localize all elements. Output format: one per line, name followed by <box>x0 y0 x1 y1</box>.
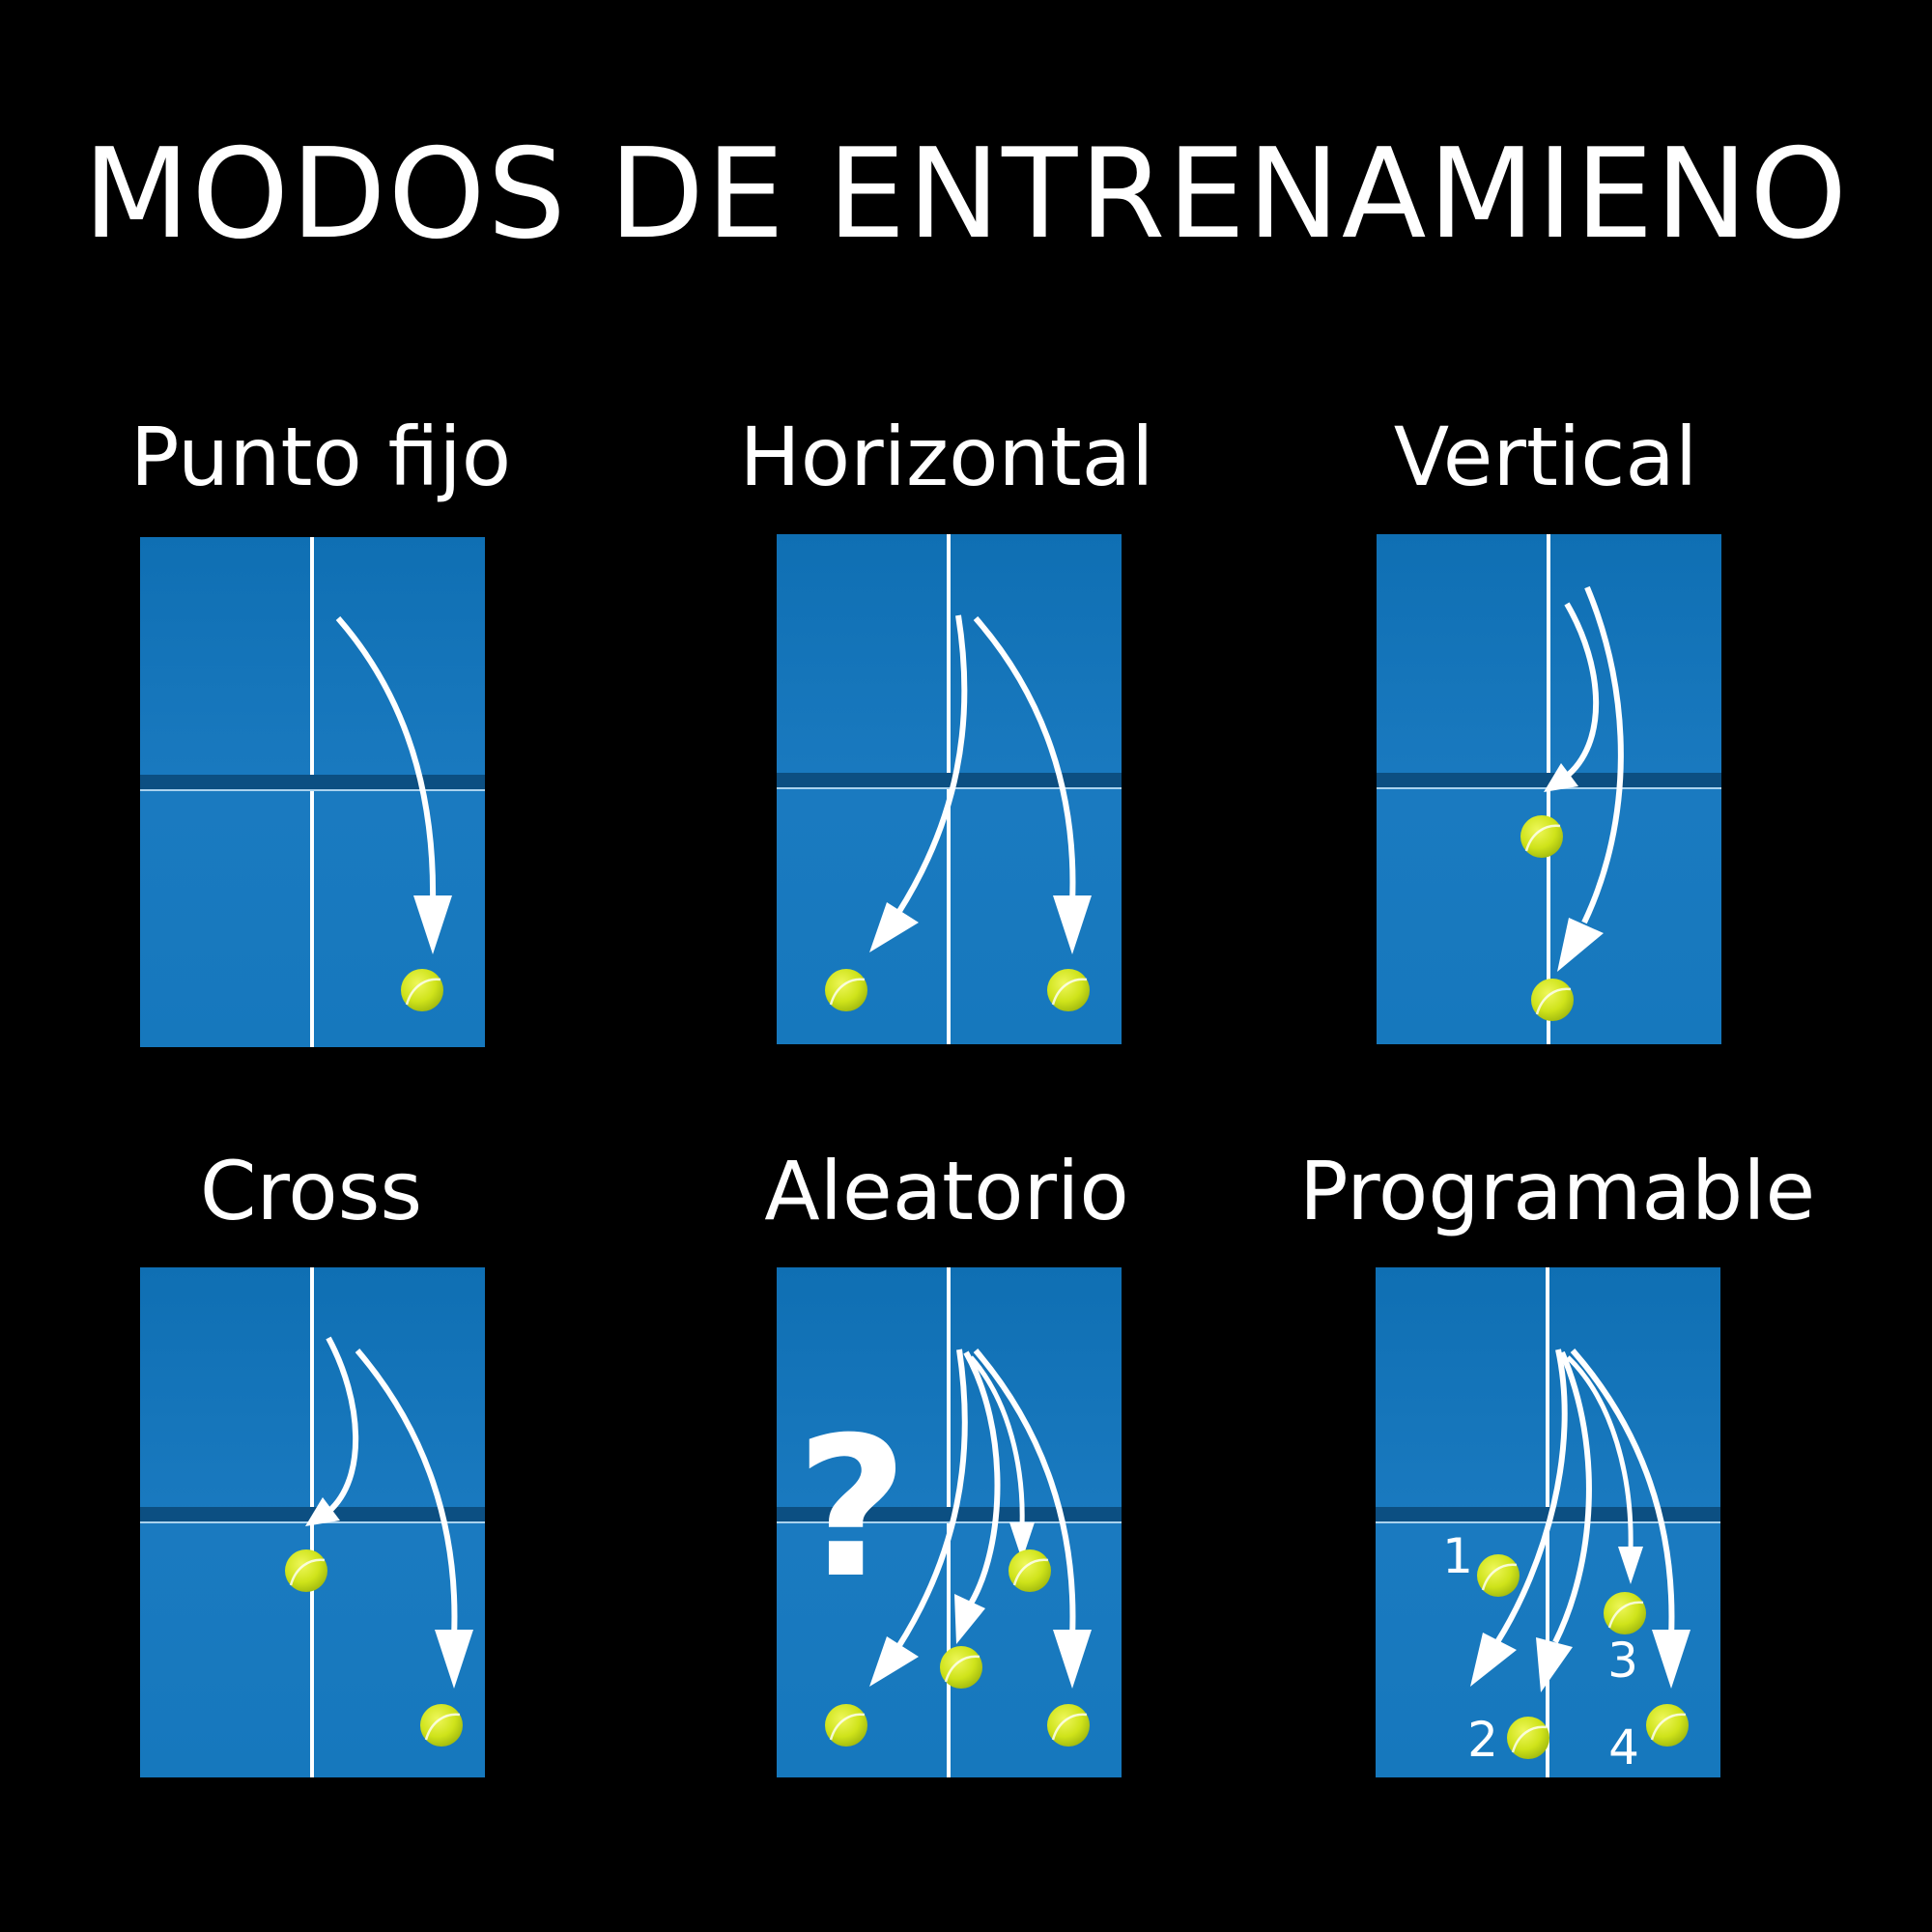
tennis-ball-icon <box>1009 1549 1051 1592</box>
tennis-ball-icon <box>940 1646 982 1689</box>
trajectory-arrow-icon <box>1566 1355 1643 1584</box>
trajectory-arrow-icon <box>973 616 1092 954</box>
trajectory-arrow-icon <box>973 1349 1092 1689</box>
mode-title-horizontal: Horizontal <box>739 410 1154 504</box>
mode-title-aleatorio: Aleatorio <box>764 1144 1129 1238</box>
court-vertical <box>1377 534 1721 1044</box>
tennis-ball-icon <box>1047 969 1090 1011</box>
trajectory-arrow-icon <box>1470 1349 1568 1687</box>
mode-title-punto-fijo: Punto fijo <box>129 410 512 504</box>
question-mark-icon: ? <box>796 1396 908 1621</box>
trajectory-arrow-icon <box>335 616 452 954</box>
trajectory-arrow-icon <box>869 614 968 952</box>
tennis-ball-icon <box>825 969 867 1011</box>
tennis-ball-icon <box>1520 815 1563 858</box>
trajectory-arrow-icon <box>954 1350 1001 1644</box>
sequence-number-4: 4 <box>1608 1719 1639 1776</box>
sequence-number-1: 1 <box>1442 1528 1473 1584</box>
mode-title-vertical: Vertical <box>1393 410 1698 504</box>
tennis-ball-icon <box>1507 1717 1549 1759</box>
court-net <box>777 773 1122 788</box>
mode-title-programable: Programable <box>1299 1144 1816 1238</box>
court-punto-fijo <box>140 537 485 1047</box>
court-net <box>777 1507 1122 1522</box>
court-net <box>1376 1507 1720 1522</box>
trajectory-arrow-icon <box>969 1355 1035 1560</box>
trajectory-arrow-icon <box>305 1336 359 1526</box>
mode-title-cross: Cross <box>199 1144 423 1238</box>
tennis-ball-icon <box>401 969 443 1011</box>
court-programable: 1 2 3 4 <box>1376 1267 1720 1777</box>
sequence-number-3: 3 <box>1607 1633 1638 1689</box>
trajectory-arrow-icon <box>869 1349 968 1687</box>
tennis-ball-icon <box>825 1704 867 1747</box>
court-horizontal <box>777 534 1122 1044</box>
tennis-ball-icon <box>1604 1592 1646 1634</box>
tennis-ball-icon <box>1047 1704 1090 1747</box>
court-net <box>140 775 485 790</box>
trajectory-arrow-icon <box>1557 585 1624 972</box>
trajectory-arrow-icon <box>355 1349 473 1689</box>
tennis-ball-icon <box>1477 1554 1520 1597</box>
court-cross <box>140 1267 485 1777</box>
trajectory-arrow-icon <box>1544 602 1600 792</box>
court-net <box>1377 773 1721 788</box>
tennis-ball-icon <box>420 1704 463 1747</box>
tennis-ball-icon <box>1646 1704 1689 1747</box>
page-title: MODOS DE ENTRENAMIENO <box>82 123 1850 267</box>
tennis-ball-icon <box>1531 979 1574 1021</box>
court-aleatorio: ? <box>777 1267 1122 1777</box>
tennis-ball-icon <box>285 1549 327 1592</box>
trajectory-arrow-icon <box>1536 1350 1592 1692</box>
sequence-number-2: 2 <box>1467 1712 1498 1768</box>
trajectory-arrow-icon <box>1570 1349 1690 1689</box>
